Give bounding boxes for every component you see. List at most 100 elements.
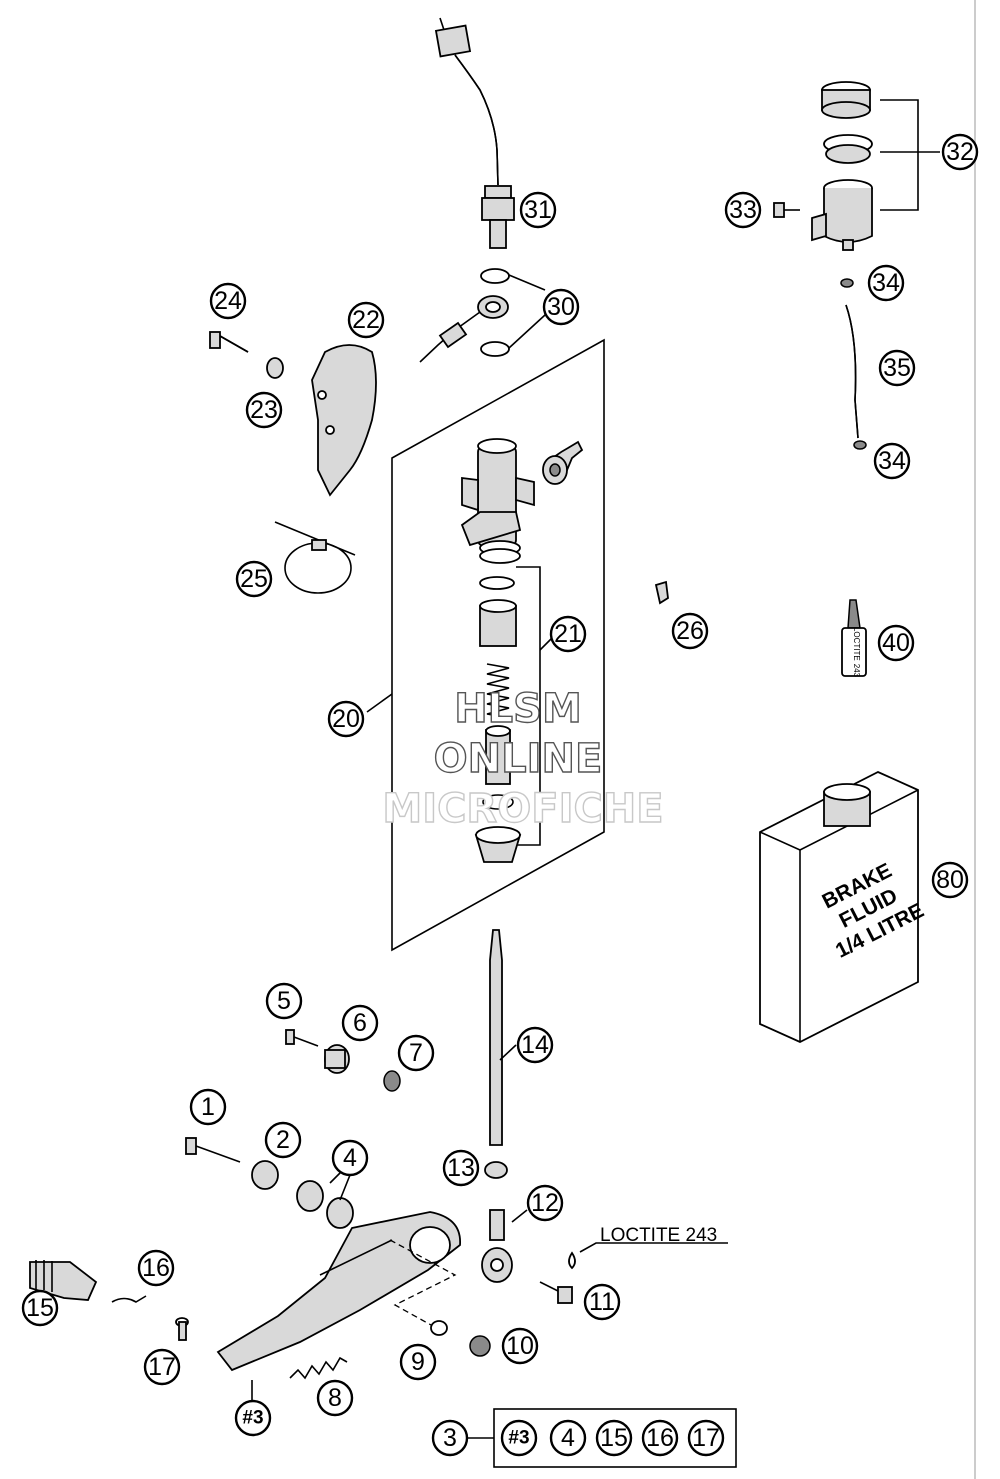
callout-26: 26 xyxy=(671,612,709,650)
hose-clamp-34 xyxy=(840,278,867,450)
svg-text:11: 11 xyxy=(589,1288,615,1316)
callout-20: 20 xyxy=(327,700,365,738)
bolt-24 xyxy=(209,331,249,353)
svg-text:4: 4 xyxy=(561,1424,575,1452)
pushrod xyxy=(489,929,503,1146)
svg-text:35: 35 xyxy=(883,354,911,382)
footrest-tip-15 xyxy=(29,1260,98,1301)
clevis-12 xyxy=(481,1209,513,1283)
callout-23: 23 xyxy=(245,391,283,429)
svg-text:#3: #3 xyxy=(508,1428,529,1449)
callout-10: 10 xyxy=(501,1327,539,1365)
svg-text:25: 25 xyxy=(240,565,268,593)
callout-16: 16 xyxy=(137,1249,175,1287)
svg-text:16: 16 xyxy=(142,1254,170,1282)
callout-31: 31 xyxy=(519,191,557,229)
svg-text:22: 22 xyxy=(352,306,380,334)
bolt-11 xyxy=(539,1281,573,1304)
spring xyxy=(486,663,510,719)
kit-item-4: 4 xyxy=(549,1419,587,1457)
svg-text:16: 16 xyxy=(646,1424,674,1452)
kit-box: #3 4 15 16 17 xyxy=(468,1408,737,1468)
washer-9 xyxy=(430,1320,448,1336)
svg-text:20: 20 xyxy=(332,705,360,733)
watermark-line1: HLSM xyxy=(454,686,582,732)
callout-2: 2 xyxy=(264,1121,302,1159)
svg-text:80: 80 xyxy=(936,866,964,894)
o-ring xyxy=(479,576,515,590)
pin-17 xyxy=(175,1317,189,1341)
loctite-bottle-label: LOCTITE243 xyxy=(852,627,861,678)
svg-text:12: 12 xyxy=(531,1189,559,1217)
callout-30: 30 xyxy=(542,288,580,326)
callout-12: 12 xyxy=(526,1184,564,1222)
callout-9: 9 xyxy=(399,1343,437,1381)
banjo-fitting xyxy=(419,295,509,363)
svg-text:32: 32 xyxy=(946,138,974,166)
svg-text:31: 31 xyxy=(524,196,552,224)
kit-item-17: 17 xyxy=(687,1419,725,1457)
reservoir-cap xyxy=(821,81,871,119)
callout-4: 4 xyxy=(331,1139,369,1177)
callout-24: 24 xyxy=(209,282,247,320)
watermark-line2: ONLINE xyxy=(434,736,603,782)
svg-text:15: 15 xyxy=(600,1424,628,1452)
svg-text:26: 26 xyxy=(676,617,704,645)
brake-light-switch xyxy=(434,17,515,249)
svg-text:34: 34 xyxy=(872,269,900,297)
reservoir-body xyxy=(811,179,873,251)
piston-sleeve xyxy=(479,599,517,647)
master-cylinder-body xyxy=(460,438,535,564)
reservoir-diaphragm xyxy=(823,134,873,164)
nut-13 xyxy=(484,1161,508,1179)
svg-text:10: 10 xyxy=(506,1332,534,1360)
loctite-note: LOCTITE 243 xyxy=(600,1225,717,1246)
nut-10 xyxy=(469,1335,491,1357)
svg-text:17: 17 xyxy=(148,1353,176,1381)
svg-text:14: 14 xyxy=(521,1031,549,1059)
callout-1: 1 xyxy=(189,1088,227,1126)
nut-7 xyxy=(383,1070,401,1092)
bushing-6 xyxy=(324,1044,350,1074)
callout-11: 11 xyxy=(583,1283,621,1321)
svg-text:23: 23 xyxy=(250,396,278,424)
callout-hash3: #3 xyxy=(234,1399,272,1437)
callout-25: 25 xyxy=(235,560,273,598)
callout-5: 5 xyxy=(265,982,303,1020)
svg-text:7: 7 xyxy=(409,1039,423,1067)
kit-item-hash3: #3 xyxy=(500,1419,538,1457)
svg-text:3: 3 xyxy=(443,1424,457,1452)
brake-fluid-can: BRAKEFLUID1/4 LITRE xyxy=(759,771,928,1043)
svg-text:34: 34 xyxy=(878,447,906,475)
clip-26 xyxy=(654,580,669,605)
svg-text:24: 24 xyxy=(214,287,242,315)
svg-text:6: 6 xyxy=(353,1009,367,1037)
piston-kit-bracket xyxy=(516,566,541,846)
svg-text:30: 30 xyxy=(547,293,575,321)
screw-33 xyxy=(773,202,800,218)
svg-text:9: 9 xyxy=(411,1348,425,1376)
callout-34-lower: 34 xyxy=(873,442,911,480)
washer-lower xyxy=(480,341,510,357)
loctite-drop xyxy=(568,1251,576,1270)
svg-text:17: 17 xyxy=(692,1424,720,1452)
callout-34-upper: 34 xyxy=(867,264,905,302)
kit-item-16: 16 xyxy=(641,1419,679,1457)
svg-text:2: 2 xyxy=(276,1126,290,1154)
spring-8 xyxy=(289,1356,348,1380)
callout-33: 33 xyxy=(724,191,762,229)
callout-80: 80 xyxy=(931,861,969,899)
callout-14: 14 xyxy=(516,1026,554,1064)
bearing-4b xyxy=(326,1197,354,1229)
svg-text:5: 5 xyxy=(277,987,291,1015)
callout-40: 40 xyxy=(877,624,915,662)
loctite-bottle xyxy=(841,599,867,677)
callout-13: 13 xyxy=(442,1149,480,1187)
callout-21: 21 xyxy=(549,615,587,653)
callout-15: 15 xyxy=(21,1289,59,1327)
callout-35: 35 xyxy=(878,349,916,387)
watermark-line3: MICROFICHE xyxy=(382,786,663,832)
circlip xyxy=(482,794,514,810)
brake-pedal xyxy=(216,1211,461,1372)
svg-text:33: 33 xyxy=(729,196,757,224)
